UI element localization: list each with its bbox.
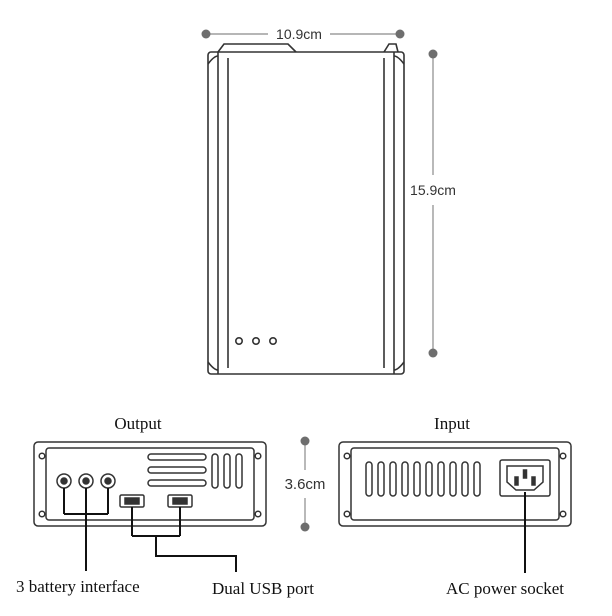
- width-dim-dot-right: [395, 29, 405, 39]
- output-vvent-1: [211, 453, 219, 489]
- ac-socket-label: AC power socket: [446, 579, 564, 598]
- output-vvent-2: [223, 453, 231, 489]
- input-screw-tr: [559, 452, 567, 460]
- indicator-light-2: [252, 336, 261, 345]
- battery-callout-lines: [63, 488, 109, 571]
- depth-dimension: 3.6cm: [285, 436, 326, 532]
- depth-dim-dot-top: [300, 436, 310, 446]
- indicator-light-1: [235, 336, 244, 345]
- width-dimension: 10.9cm: [201, 26, 405, 42]
- left-panel-curve-bottom: [207, 361, 219, 371]
- top-tab: [217, 43, 297, 53]
- output-screw-tl: [38, 452, 46, 460]
- input-vents: [365, 461, 481, 497]
- output-hvent-3: [147, 479, 207, 487]
- ac-power-socket: [499, 459, 551, 497]
- height-dimension: 15.9cm: [410, 49, 456, 358]
- output-panel-frame: [33, 441, 267, 527]
- front-view: [207, 43, 405, 375]
- battery-interface-3: [100, 473, 116, 489]
- output-hvent-1: [147, 453, 207, 461]
- output-vvent-3: [235, 453, 243, 489]
- left-panel-curve-top: [207, 55, 219, 65]
- usb-callout-lines: [131, 507, 237, 572]
- width-label: 10.9cm: [276, 26, 322, 42]
- usb-port-1: [119, 494, 145, 508]
- depth-dim-dot-bottom: [300, 522, 310, 532]
- input-panel: [338, 441, 572, 527]
- right-panel-curve-bottom: [393, 361, 405, 371]
- output-panel: [33, 441, 267, 527]
- height-dim-dot-top: [428, 49, 438, 59]
- output-screw-br: [254, 510, 262, 518]
- indicator-light-3: [268, 336, 277, 345]
- input-screw-br: [559, 510, 567, 518]
- top-tab-right: [383, 43, 399, 53]
- input-title: Input: [434, 414, 470, 433]
- battery-interface-label: 3 battery interface: [16, 577, 140, 596]
- usb-port-label: Dual USB port: [212, 579, 314, 598]
- width-dim-dot-left: [201, 29, 211, 39]
- input-panel-inner: [350, 447, 560, 521]
- battery-interface-2: [78, 473, 94, 489]
- battery-interface-1: [56, 473, 72, 489]
- output-screw-tr: [254, 452, 262, 460]
- input-screw-bl: [343, 510, 351, 518]
- usb-port-2: [167, 494, 193, 508]
- height-label: 15.9cm: [410, 182, 456, 198]
- height-dim-dot-bottom: [428, 348, 438, 358]
- device-body: [207, 51, 405, 375]
- right-panel-curve-top: [393, 55, 405, 65]
- output-panel-inner: [45, 447, 255, 521]
- output-title: Output: [114, 414, 162, 433]
- output-screw-bl: [38, 510, 46, 518]
- output-hvent-2: [147, 466, 207, 474]
- input-panel-frame: [338, 441, 572, 527]
- input-screw-tl: [343, 452, 351, 460]
- depth-label: 3.6cm: [285, 476, 326, 493]
